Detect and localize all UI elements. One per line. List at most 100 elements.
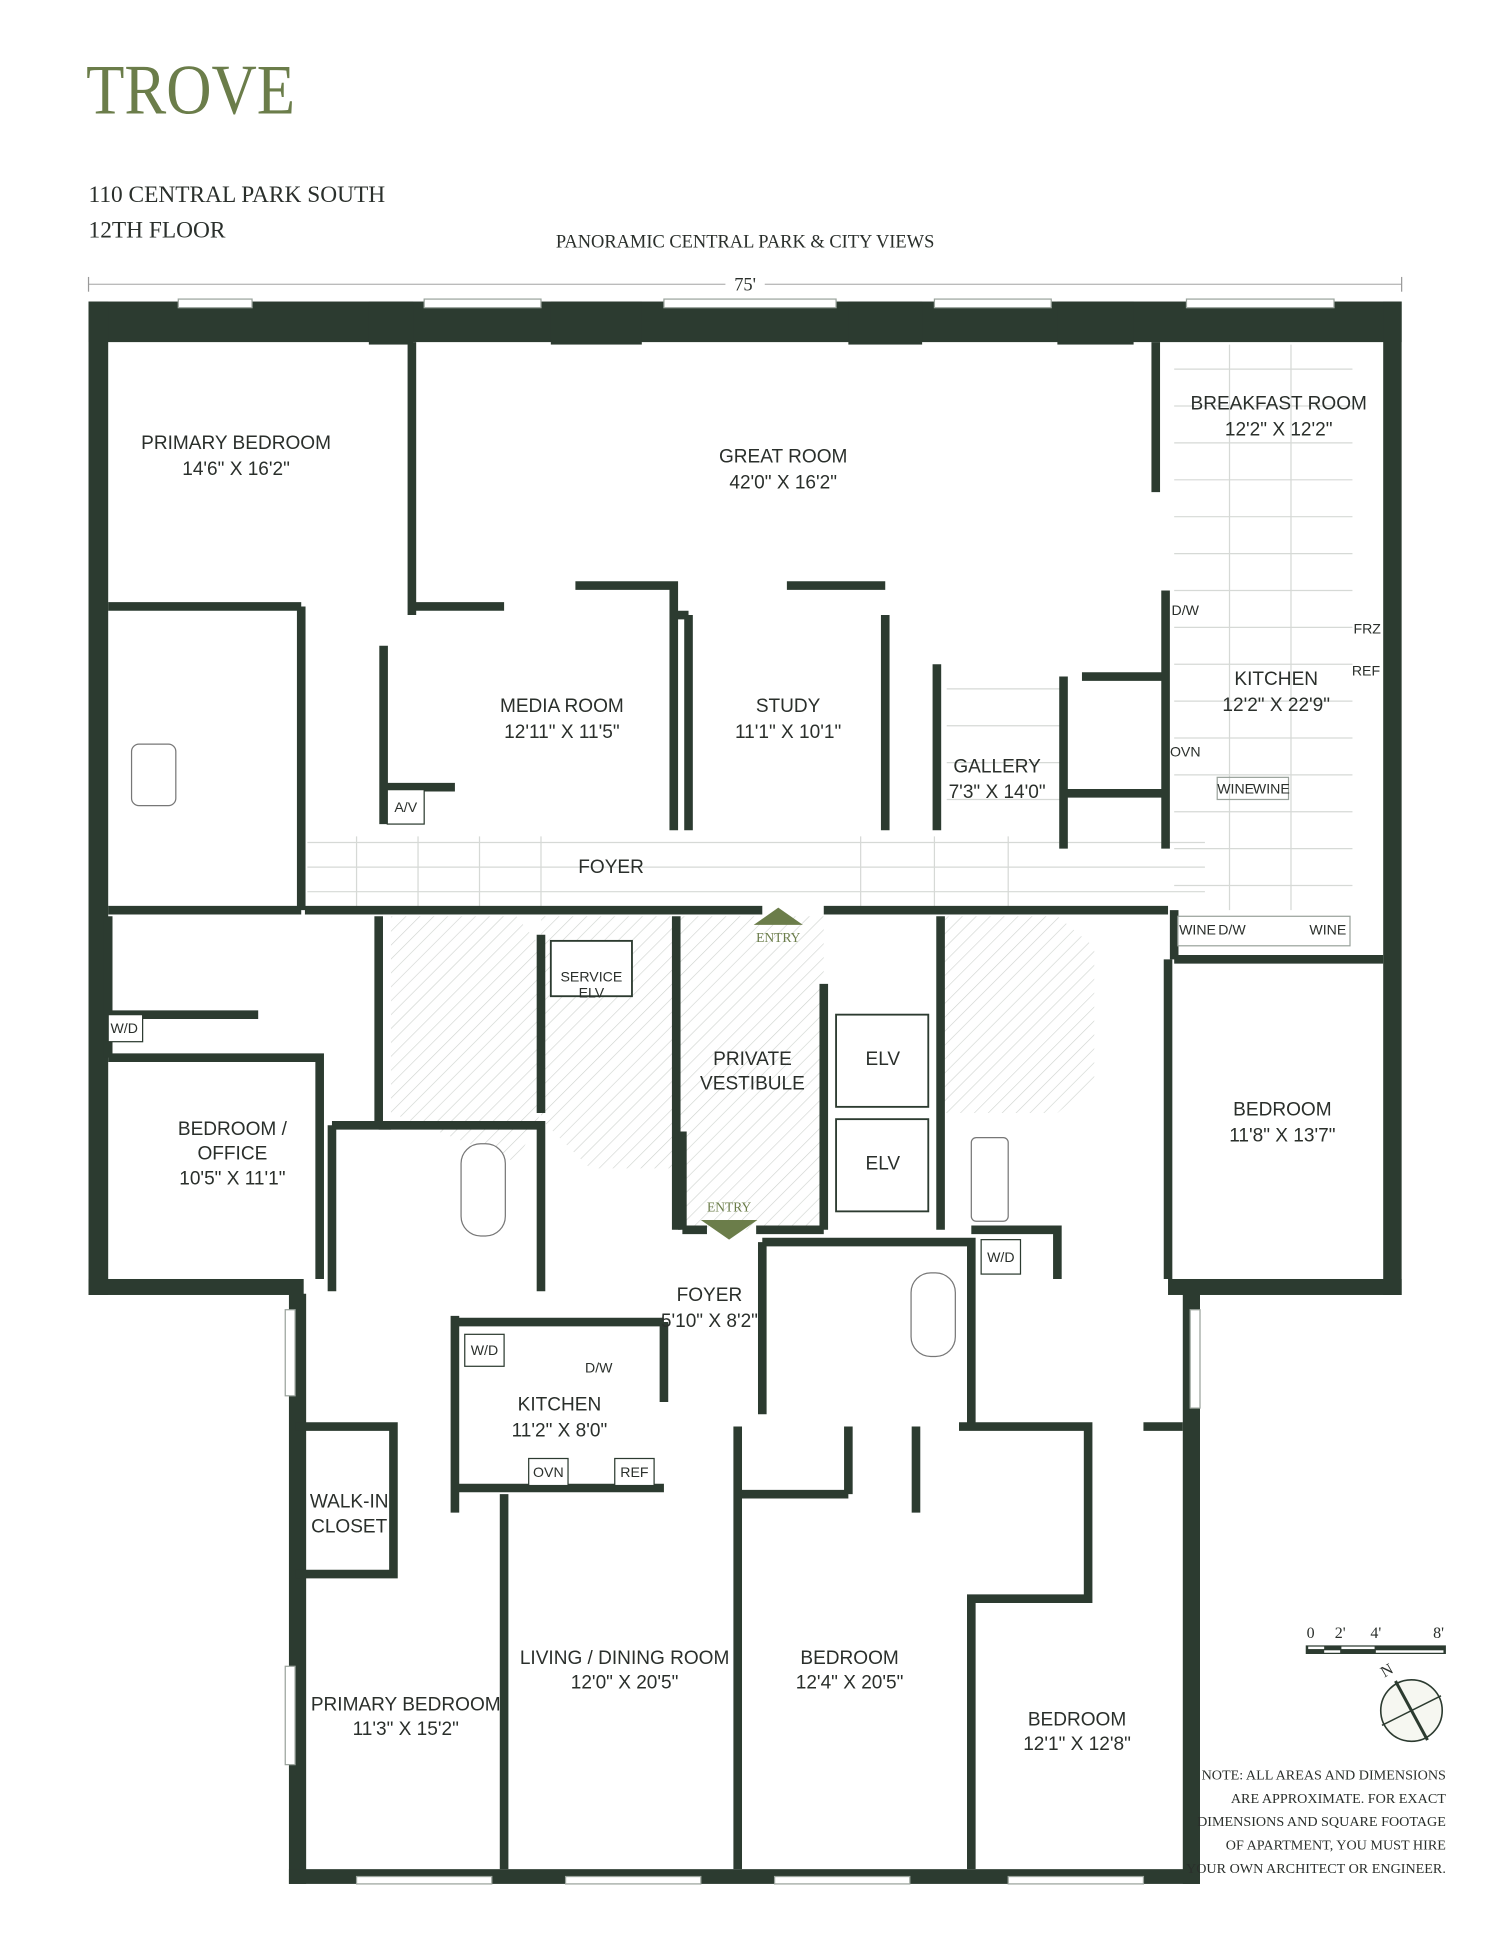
address: 110 CENTRAL PARK SOUTH — [89, 182, 386, 208]
brand-logo: TROVE — [86, 50, 295, 129]
floor-label: 12TH FLOOR — [89, 218, 226, 244]
room-name-2: CLOSET — [311, 1516, 388, 1537]
dishwasher-label: D/W — [1218, 922, 1246, 938]
dishwasher-label: D/W — [1172, 602, 1200, 618]
wine-label: WINE — [1179, 922, 1216, 938]
scale-bar: 0 2' 4' 8' — [1305, 1625, 1446, 1654]
windows — [177, 298, 1335, 1885]
room-dims: 12'1" X 12'8" — [1023, 1734, 1131, 1755]
service-elevator-label-2: ELV — [579, 984, 605, 1000]
scale-tick: 0 — [1307, 1625, 1315, 1642]
room-name: KITCHEN — [518, 1395, 602, 1416]
north-label: N — [1378, 1661, 1397, 1682]
interior-walls — [103, 342, 1384, 1870]
elevators: ELV ELV — [835, 1013, 930, 1213]
freezer-label: FRZ — [1353, 621, 1381, 637]
room-kitchen-1: KITCHEN 12'2" X 22'9" — [1222, 669, 1330, 716]
room-name: KITCHEN — [1234, 669, 1318, 690]
room-name: BEDROOM — [1028, 1709, 1126, 1730]
wine-label: WINE — [1309, 922, 1346, 938]
room-name: MEDIA ROOM — [500, 696, 624, 717]
fixtures: A/V D/W FRZ REF OVN WINE WINE WINE D/W W… — [107, 602, 1381, 1487]
room-bedroom-1: BEDROOM 11'8" X 13'7" — [1229, 1099, 1335, 1146]
room-name: BREAKFAST ROOM — [1190, 394, 1366, 415]
room-name: PRIMARY BEDROOM — [311, 1695, 501, 1716]
room-name: GALLERY — [953, 756, 1041, 777]
room-bedroom-3: BEDROOM 12'1" X 12'8" — [1023, 1709, 1131, 1755]
tiled-floors — [307, 344, 1353, 911]
room-dims: 11'1" X 10'1" — [735, 722, 841, 743]
scale-tick: 8' — [1433, 1625, 1444, 1642]
entry-label-bottom: ENTRY — [707, 1199, 752, 1214]
room-walk-in-closet: WALK-IN CLOSET — [310, 1492, 389, 1538]
room-name: BEDROOM — [1233, 1099, 1331, 1120]
room-primary-bedroom-1: PRIMARY BEDROOM 14'6" X 16'2" — [141, 433, 331, 480]
room-bedroom-2: BEDROOM 12'4" X 20'5" — [796, 1648, 904, 1694]
room-dims: 10'5" X 11'1" — [179, 1168, 285, 1189]
refrigerator-label: REF — [1352, 662, 1381, 678]
views-label: PANORAMIC CENTRAL PARK & CITY VIEWS — [556, 231, 935, 251]
room-name: BEDROOM — [800, 1648, 898, 1669]
refrigerator-label: REF — [620, 1464, 649, 1480]
oven-label: OVN — [533, 1464, 564, 1480]
note-line: OF APARTMENT, YOU MUST HIRE — [1226, 1837, 1446, 1853]
room-gallery: GALLERY 7'3" X 14'0" — [949, 756, 1046, 803]
entry-marker-top: ENTRY — [753, 907, 803, 945]
disclaimer-note: NOTE: ALL AREAS AND DIMENSIONS ARE APPRO… — [1186, 1767, 1446, 1876]
wine-label: WINE — [1217, 780, 1254, 796]
room-dims: 7'3" X 14'0" — [949, 782, 1046, 803]
room-living-dining: LIVING / DINING ROOM 12'0" X 20'5" — [520, 1648, 730, 1694]
note-line: NOTE: ALL AREAS AND DIMENSIONS — [1202, 1767, 1446, 1783]
room-foyer-2: FOYER 5'10" X 8'2" — [661, 1285, 758, 1332]
room-name: FOYER — [578, 857, 644, 878]
scale-tick: 2' — [1335, 1625, 1346, 1642]
hatched-core — [390, 916, 1095, 1230]
elevator-label-1: ELV — [865, 1049, 900, 1070]
service-elevator: SERVICE ELV — [549, 939, 633, 1000]
oven-label: OVN — [1170, 743, 1201, 759]
room-dims: 5'10" X 8'2" — [661, 1311, 758, 1332]
width-dimension: 75' — [87, 273, 1403, 294]
room-dims: 11'3" X 15'2" — [353, 1719, 459, 1740]
north-compass: N — [1378, 1661, 1444, 1743]
room-primary-bedroom-2: PRIMARY BEDROOM 11'3" X 15'2" — [311, 1695, 501, 1741]
scale-tick: 4' — [1370, 1625, 1381, 1642]
vestibule-label-2: VESTIBULE — [700, 1074, 805, 1095]
room-name: GREAT ROOM — [719, 447, 847, 468]
note-line: ARE APPROXIMATE. FOR EXACT — [1231, 1791, 1446, 1807]
width-dimension-label: 75' — [734, 274, 756, 294]
elevator-label-2: ELV — [865, 1154, 900, 1175]
washer-dryer-label: W/D — [471, 1342, 498, 1358]
washer-dryer-label: W/D — [110, 1020, 137, 1036]
room-foyer-1: FOYER — [578, 857, 644, 878]
room-dims: 12'0" X 20'5" — [571, 1672, 679, 1693]
dishwasher-label: D/W — [585, 1359, 613, 1375]
wine-label: WINE — [1253, 780, 1290, 796]
private-vestibule: PRIVATE VESTIBULE — [700, 1049, 805, 1095]
room-name: WALK-IN — [310, 1492, 389, 1513]
room-name: FOYER — [677, 1285, 743, 1306]
vestibule-label: PRIVATE — [713, 1049, 792, 1070]
room-name-2: OFFICE — [197, 1144, 267, 1165]
entry-marker-bottom: ENTRY — [700, 1199, 758, 1240]
room-breakfast-room: BREAKFAST ROOM 12'2" X 12'2" — [1190, 394, 1366, 441]
room-name: BEDROOM / — [178, 1119, 288, 1140]
room-dims: 12'11" X 11'5" — [504, 722, 619, 743]
av-label: A/V — [394, 799, 417, 815]
room-dims: 42'0" X 16'2" — [729, 472, 837, 493]
room-dims: 11'8" X 13'7" — [1229, 1125, 1335, 1146]
room-dims: 12'2" X 12'2" — [1225, 420, 1333, 441]
note-line: DIMENSIONS AND SQUARE FOOTAGE — [1197, 1814, 1446, 1830]
room-kitchen-2: KITCHEN 11'2" X 8'0" — [512, 1395, 608, 1442]
room-dims: 11'2" X 8'0" — [512, 1420, 608, 1441]
room-dims: 14'6" X 16'2" — [182, 459, 290, 480]
room-great-room: GREAT ROOM 42'0" X 16'2" — [719, 447, 847, 494]
room-name: PRIMARY BEDROOM — [141, 433, 331, 454]
service-elevator-label: SERVICE — [561, 968, 623, 984]
room-media-room: MEDIA ROOM 12'11" X 11'5" — [500, 696, 624, 743]
entry-label-top: ENTRY — [756, 930, 801, 945]
room-name: STUDY — [756, 696, 821, 717]
room-bedroom-office: BEDROOM / OFFICE 10'5" X 11'1" — [178, 1119, 288, 1189]
room-name: LIVING / DINING ROOM — [520, 1648, 730, 1669]
